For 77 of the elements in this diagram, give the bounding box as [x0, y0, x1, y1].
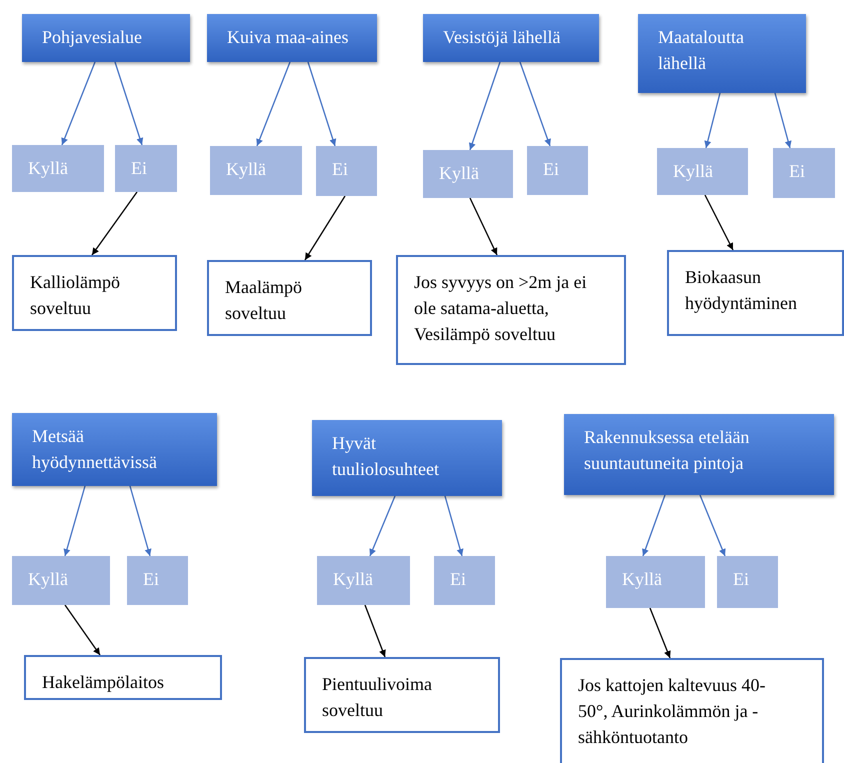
arrow [469, 198, 498, 256]
answer-box [316, 146, 377, 196]
box-text: Hyvät tuuliolosuhteet [332, 432, 440, 481]
box-text: Metsää hyödynnettävissä [32, 425, 158, 474]
box-text: Ei [789, 160, 805, 183]
question-box [638, 14, 806, 93]
result-box [12, 255, 177, 331]
box-text: Kyllä [333, 568, 373, 591]
result-box [207, 260, 372, 336]
arrow [307, 62, 336, 146]
box-text: Kyllä [439, 162, 479, 185]
arrow [129, 486, 152, 556]
answer-box [423, 150, 513, 198]
answer-box [717, 556, 778, 608]
box-text: Kyllä [622, 568, 662, 591]
arrow [642, 494, 666, 556]
box-text: Kalliolämpö soveltuu [30, 271, 121, 320]
box-text: Jos syvyys on >2m ja ei ole satama-aluetta, Vesilämpö soveltuu [414, 271, 588, 346]
arrow [369, 496, 396, 556]
answer-box [115, 145, 177, 192]
answer-box [127, 556, 188, 605]
question-box [22, 14, 190, 62]
box-text: Pientuulivoima soveltuu [322, 673, 433, 722]
box-text: Ei [332, 158, 348, 181]
question-box [564, 414, 834, 495]
box-text: Rakennuksessa etelään suuntautuneita pintoja [584, 426, 750, 475]
box-text: Jos kattojen kaltevuus 40-50°, Aurinkolämmön ja -sähköntuotanto [578, 674, 766, 749]
arrow [91, 192, 138, 256]
result-box [560, 658, 824, 763]
arrow [444, 496, 464, 556]
arrow [649, 608, 671, 658]
box-text: Ei [733, 568, 749, 591]
box-text: Ei [143, 568, 159, 591]
arrow [704, 92, 721, 148]
box-text: Kyllä [226, 158, 266, 181]
box-text: Kyllä [673, 160, 713, 183]
box-text: Kyllä [28, 157, 68, 180]
answer-box [773, 148, 835, 198]
answer-box [12, 556, 110, 605]
box-text: Ei [543, 158, 559, 181]
answer-box [12, 145, 104, 192]
box-text: Ei [450, 568, 466, 591]
question-box [12, 413, 217, 486]
box-text: Hakelämpölaitos [42, 671, 164, 694]
box-text: Maataloutta lähellä [658, 26, 745, 75]
box-text: Kyllä [28, 568, 68, 591]
box-text: Biokaasun hyödyntäminen [685, 266, 798, 315]
result-box [304, 657, 500, 733]
answer-box [657, 148, 748, 195]
answer-box [527, 146, 588, 195]
question-box [423, 14, 599, 62]
result-box [396, 255, 626, 365]
answer-box [434, 556, 495, 605]
box-text: Vesistöjä lähellä [443, 26, 560, 49]
arrow [256, 62, 291, 146]
arrow [64, 604, 101, 656]
question-box [207, 14, 377, 62]
arrow [61, 62, 96, 146]
result-box [24, 655, 222, 700]
box-text: Ei [131, 157, 147, 180]
box-text: Maalämpö soveltuu [225, 276, 303, 325]
box-text: Pohjavesialue [42, 26, 142, 49]
arrow [468, 62, 501, 150]
arrow [519, 62, 551, 146]
arrow [699, 494, 726, 556]
arrow [364, 604, 386, 658]
answer-box [317, 556, 410, 605]
box-text: Kuiva maa-aines [227, 26, 348, 49]
arrow [774, 92, 792, 148]
arrow [64, 486, 86, 556]
answer-box [606, 556, 705, 608]
arrow [114, 62, 144, 146]
result-box [667, 250, 844, 336]
question-box [312, 420, 502, 496]
arrow [704, 194, 734, 250]
arrow [304, 196, 346, 260]
answer-box [210, 146, 302, 195]
